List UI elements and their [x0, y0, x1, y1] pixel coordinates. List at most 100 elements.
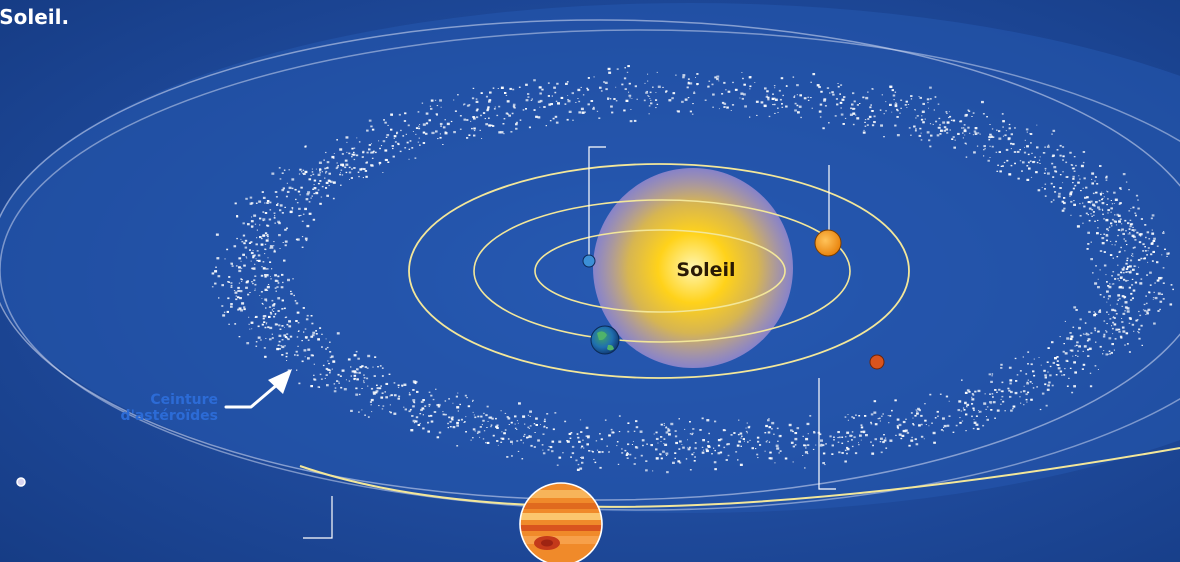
- asteroid-speck: [512, 88, 515, 91]
- asteroid-speck: [436, 436, 440, 439]
- asteroid-speck: [1087, 355, 1090, 357]
- asteroid-speck: [513, 106, 515, 108]
- asteroid-speck: [214, 270, 218, 273]
- asteroid-speck: [1036, 146, 1039, 149]
- asteroid-speck: [1152, 239, 1156, 242]
- asteroid-speck: [265, 323, 267, 325]
- asteroid-speck: [1111, 203, 1113, 205]
- asteroid-speck: [566, 440, 570, 443]
- asteroid-speck: [705, 448, 708, 451]
- asteroid-speck: [1134, 212, 1137, 214]
- asteroid-speck: [420, 408, 423, 412]
- asteroid-speck: [313, 192, 316, 195]
- asteroid-speck: [1001, 113, 1004, 115]
- asteroid-speck: [460, 418, 463, 421]
- asteroid-speck: [375, 390, 379, 393]
- asteroid-speck: [230, 305, 233, 308]
- asteroid-speck: [904, 104, 907, 106]
- asteroid-speck: [779, 450, 782, 452]
- asteroid-speck: [796, 104, 799, 107]
- asteroid-speck: [264, 202, 266, 204]
- asteroid-speck: [928, 425, 930, 427]
- asteroid-speck: [1169, 303, 1173, 306]
- asteroid-speck: [274, 287, 277, 289]
- asteroid-speck: [241, 240, 244, 243]
- asteroid-speck: [246, 342, 250, 345]
- asteroid-speck: [1019, 370, 1022, 372]
- asteroid-speck: [767, 419, 770, 422]
- asteroid-speck: [1126, 259, 1129, 262]
- asteroid-speck: [297, 331, 299, 332]
- asteroid-speck: [274, 274, 277, 277]
- asteroid-speck: [1098, 310, 1102, 313]
- asteroid-speck: [442, 144, 444, 145]
- asteroid-speck: [873, 400, 877, 403]
- asteroid-speck: [548, 103, 552, 106]
- asteroid-speck: [425, 132, 428, 135]
- asteroid-speck: [517, 450, 520, 452]
- asteroid-speck: [585, 435, 588, 437]
- asteroid-speck: [566, 81, 569, 83]
- asteroid-speck: [1150, 242, 1154, 245]
- asteroid-speck: [475, 109, 479, 112]
- asteroid-speck: [363, 156, 364, 158]
- asteroid-speck: [689, 110, 692, 113]
- asteroid-speck: [649, 98, 651, 99]
- asteroid-speck: [324, 377, 326, 379]
- asteroid-speck: [1019, 149, 1021, 151]
- asteroid-speck: [278, 348, 281, 350]
- asteroid-speck: [470, 439, 472, 441]
- asteroid-speck: [275, 290, 277, 292]
- asteroid-speck: [989, 157, 991, 158]
- asteroid-speck: [439, 122, 443, 125]
- asteroid-speck: [1026, 178, 1030, 181]
- asteroid-speck: [771, 421, 775, 425]
- asteroid-speck: [465, 416, 467, 418]
- asteroid-speck: [596, 110, 599, 112]
- asteroid-speck: [311, 334, 315, 337]
- asteroid-speck: [1121, 223, 1123, 225]
- asteroid-speck: [346, 151, 348, 153]
- asteroid-speck: [1044, 383, 1047, 386]
- asteroid-speck: [1118, 280, 1120, 282]
- asteroid-speck: [271, 299, 274, 302]
- asteroid-speck: [790, 429, 793, 432]
- asteroid-speck: [401, 384, 404, 387]
- asteroid-speck: [988, 136, 991, 139]
- asteroid-speck: [291, 178, 295, 181]
- asteroid-speck: [607, 98, 609, 100]
- asteroid-speck: [985, 408, 987, 410]
- asteroid-speck: [523, 435, 525, 437]
- asteroid-speck: [255, 258, 257, 260]
- asteroid-speck: [932, 431, 936, 435]
- asteroid-speck: [1031, 383, 1033, 384]
- asteroid-speck: [307, 191, 311, 194]
- asteroid-speck: [296, 238, 300, 241]
- asteroid-speck: [754, 82, 756, 83]
- asteroid-speck: [259, 295, 261, 296]
- asteroid-speck: [949, 129, 951, 131]
- asteroid-speck: [295, 302, 299, 305]
- orbit-mercury: [534, 229, 786, 313]
- asteroid-speck: [230, 282, 233, 284]
- asteroid-speck: [391, 145, 394, 147]
- asteroid-speck: [1152, 298, 1154, 300]
- asteroid-speck: [894, 105, 898, 108]
- asteroid-speck: [1102, 353, 1104, 355]
- asteroid-speck: [463, 103, 466, 105]
- asteroid-speck: [261, 302, 263, 304]
- asteroid-speck: [1047, 384, 1050, 387]
- asteroid-speck: [1114, 214, 1116, 216]
- asteroid-speck: [870, 104, 872, 106]
- asteroid-speck: [922, 121, 925, 124]
- asteroid-speck: [915, 117, 917, 119]
- asteroid-speck: [768, 441, 771, 443]
- asteroid-speck: [1145, 314, 1147, 315]
- asteroid-speck: [1016, 374, 1019, 376]
- asteroid-speck: [386, 134, 390, 137]
- asteroid-speck: [490, 426, 492, 428]
- asteroid-speck: [964, 142, 967, 144]
- asteroid-speck: [684, 428, 686, 430]
- asteroid-speck: [1129, 225, 1132, 228]
- asteroid-speck: [1070, 214, 1072, 216]
